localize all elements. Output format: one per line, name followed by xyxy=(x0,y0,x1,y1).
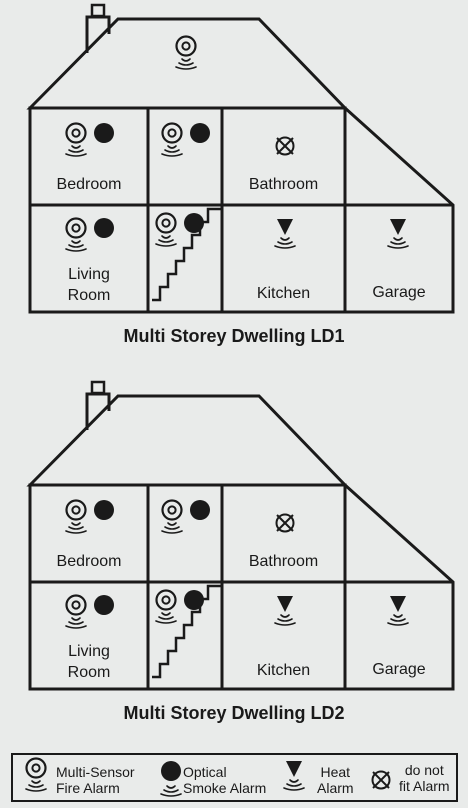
legend-line: Optical xyxy=(183,764,227,780)
caption-ld1: Multi Storey Dwelling LD1 xyxy=(123,326,345,346)
garage-roof xyxy=(343,106,455,314)
house-ld2 xyxy=(26,380,455,691)
room-label-room: Room xyxy=(67,664,111,681)
room-label-bedroom: Bedroom xyxy=(56,176,122,193)
legend: Multi-Sensor Fire Alarm Optical Smoke Al… xyxy=(11,753,458,802)
room-label-room: Room xyxy=(67,287,111,304)
heat-alarm-icon xyxy=(283,761,305,791)
house-ld1 xyxy=(26,3,455,314)
staircase xyxy=(152,584,221,679)
room-label-living: Living xyxy=(68,643,110,660)
room-label-living: Living xyxy=(68,266,110,283)
room-label-bedroom: Bedroom xyxy=(56,553,122,570)
legend-label-multi-sensor: Multi-Sensor Fire Alarm xyxy=(56,764,135,796)
legend-line: Multi-Sensor xyxy=(56,764,135,780)
optical-smoke-alarm-icon xyxy=(161,761,181,781)
room-label-kitchen: Kitchen xyxy=(256,285,311,302)
garage-roof xyxy=(343,483,455,691)
legend-line: fit Alarm xyxy=(399,778,450,794)
legend-line: Heat xyxy=(320,764,351,780)
caption-ld2: Multi Storey Dwelling LD2 xyxy=(123,703,345,723)
roof xyxy=(26,394,349,487)
legend-icons xyxy=(25,757,391,797)
legend-line: Alarm xyxy=(317,780,354,796)
legend-line: Smoke Alarm xyxy=(183,780,267,796)
floor-lower xyxy=(28,580,347,691)
legend-line: Fire Alarm xyxy=(56,780,120,796)
room-label-garage: Garage xyxy=(372,284,426,301)
do-not-fit-icon xyxy=(371,770,391,790)
chimney-cap xyxy=(90,3,106,18)
staircase xyxy=(152,207,221,302)
room-label-bathroom: Bathroom xyxy=(248,553,319,570)
legend-label-heat: Heat Alarm xyxy=(317,764,354,796)
legend-line: do not xyxy=(404,762,444,778)
legend-label-do-not-fit: do not fit Alarm xyxy=(399,762,450,794)
floor-lower xyxy=(28,203,347,314)
room-label-kitchen: Kitchen xyxy=(256,662,311,679)
legend-label-optical: Optical Smoke Alarm xyxy=(183,764,266,796)
chimney-cap xyxy=(90,380,106,395)
roof xyxy=(26,17,349,110)
room-label-bathroom: Bathroom xyxy=(248,176,319,193)
multi-sensor-icon xyxy=(25,757,47,792)
room-label-garage: Garage xyxy=(372,661,426,678)
